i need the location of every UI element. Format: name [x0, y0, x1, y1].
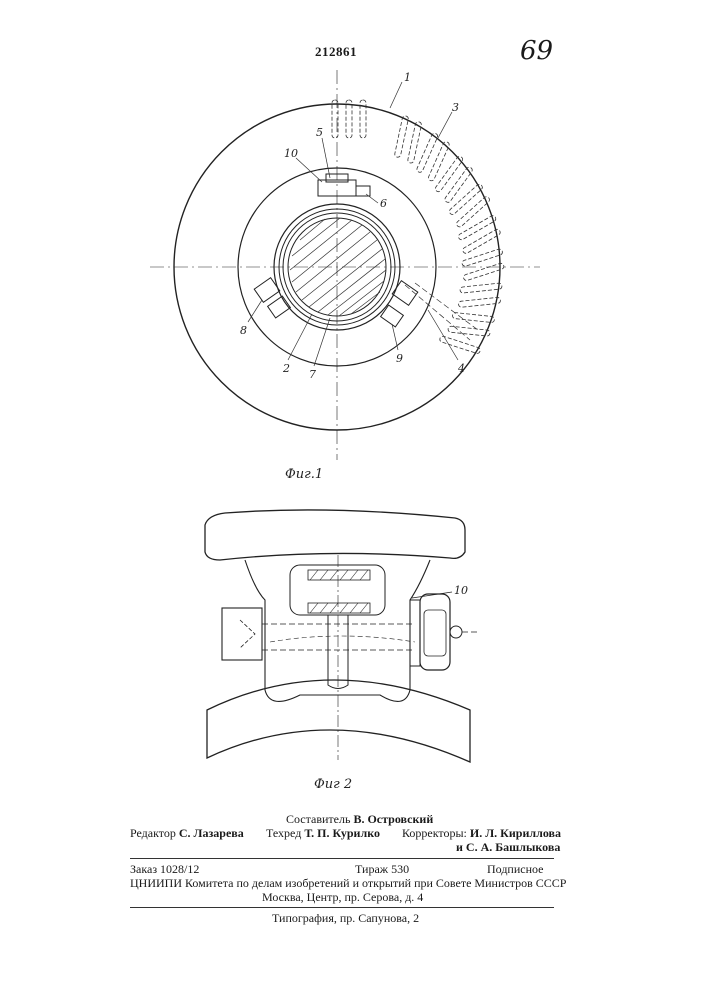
- fig1-label-4: 4: [457, 362, 465, 375]
- order-number: Заказ 1028/12: [130, 862, 199, 876]
- editor-name: С. Лазарева: [179, 826, 244, 840]
- techred-line: Техред Т. П. Курилко: [266, 826, 380, 840]
- fig2-caption: Фиг 2: [314, 777, 352, 792]
- fig1-label-7: 7: [309, 368, 316, 381]
- fig1-label-9: 9: [396, 352, 403, 365]
- correctors-line: Корректоры: И. Л. Кириллова: [402, 826, 561, 840]
- fig1-disk: [150, 70, 540, 460]
- institute: ЦНИИПИ Комитета по делам изобретений и о…: [130, 876, 554, 890]
- techred-name: Т. П. Курилко: [304, 826, 380, 840]
- fig1-label-2: 2: [282, 362, 290, 375]
- divider-top: [130, 858, 554, 859]
- fig1-label-6: 6: [380, 197, 387, 210]
- techred-label: Техред: [266, 826, 301, 840]
- printer: Типография, пр. Сапунова, 2: [272, 911, 419, 925]
- divider-bottom: [130, 907, 554, 908]
- compiler-name: В. Островский: [353, 812, 433, 826]
- address: Москва, Центр, пр. Серова, д. 4: [262, 890, 423, 904]
- fig1-label-5: 5: [316, 126, 323, 139]
- circulation: Тираж 530: [355, 862, 409, 876]
- subscription: Подписное: [487, 862, 544, 876]
- correctors-label: Корректоры:: [402, 826, 467, 840]
- editor-line: Редактор С. Лазарева: [130, 826, 244, 840]
- compiler-line: Составитель В. Островский: [286, 812, 433, 826]
- fig1-caption: Фиг.1: [285, 467, 323, 482]
- corrector-2: и С. А. Башлыкова: [456, 840, 560, 854]
- fig1-label-1: 1: [404, 71, 411, 84]
- fig2-label-10: 10: [454, 584, 468, 597]
- compiler-label: Составитель: [286, 812, 350, 826]
- fig1-label-8: 8: [240, 324, 247, 337]
- fig1-label-10: 10: [284, 147, 298, 160]
- fig1-label-3: 3: [452, 101, 459, 114]
- figure-2-drawing: [205, 510, 478, 762]
- corrector-1: И. Л. Кириллова: [470, 826, 561, 840]
- editor-label: Редактор: [130, 826, 176, 840]
